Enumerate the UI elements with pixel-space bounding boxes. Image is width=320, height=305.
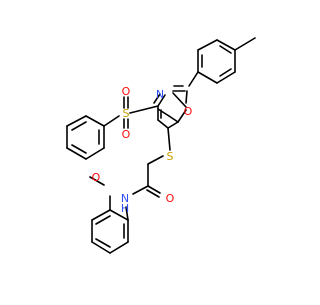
atom-H-amide: H (121, 202, 129, 215)
linker-bonds (125, 127, 171, 221)
atom-O-oxazole: O (184, 105, 193, 118)
molecule-canvas: O S O N O S O N H O (66, 37, 256, 254)
methyl-bond (234, 37, 256, 51)
atom-O-sulfonyl-bottom: O (122, 128, 131, 141)
methoxyphenyl-ring (89, 176, 129, 254)
atom-S-thioether: S (167, 150, 174, 163)
sulfonyl-bonds (103, 96, 159, 129)
tolyl-ring (197, 37, 256, 84)
bonds (66, 37, 256, 254)
atom-O-methoxy: O (92, 171, 101, 184)
aryl-oxazole-bond (188, 71, 199, 87)
atom-N-oxazole: N (156, 88, 164, 101)
phenyl-ring (66, 115, 105, 160)
atom-N-amide: N (121, 192, 129, 205)
atom-labels: O S O N O S O N H O (92, 85, 193, 215)
atom-S-sulfonyl: S (123, 107, 130, 120)
oxazole-ring (153, 85, 188, 129)
molecule-structure: O S O N O S O N H O (66, 37, 256, 254)
atom-O-amide: O (166, 192, 175, 205)
atom-O-sulfonyl-top: O (122, 85, 131, 98)
